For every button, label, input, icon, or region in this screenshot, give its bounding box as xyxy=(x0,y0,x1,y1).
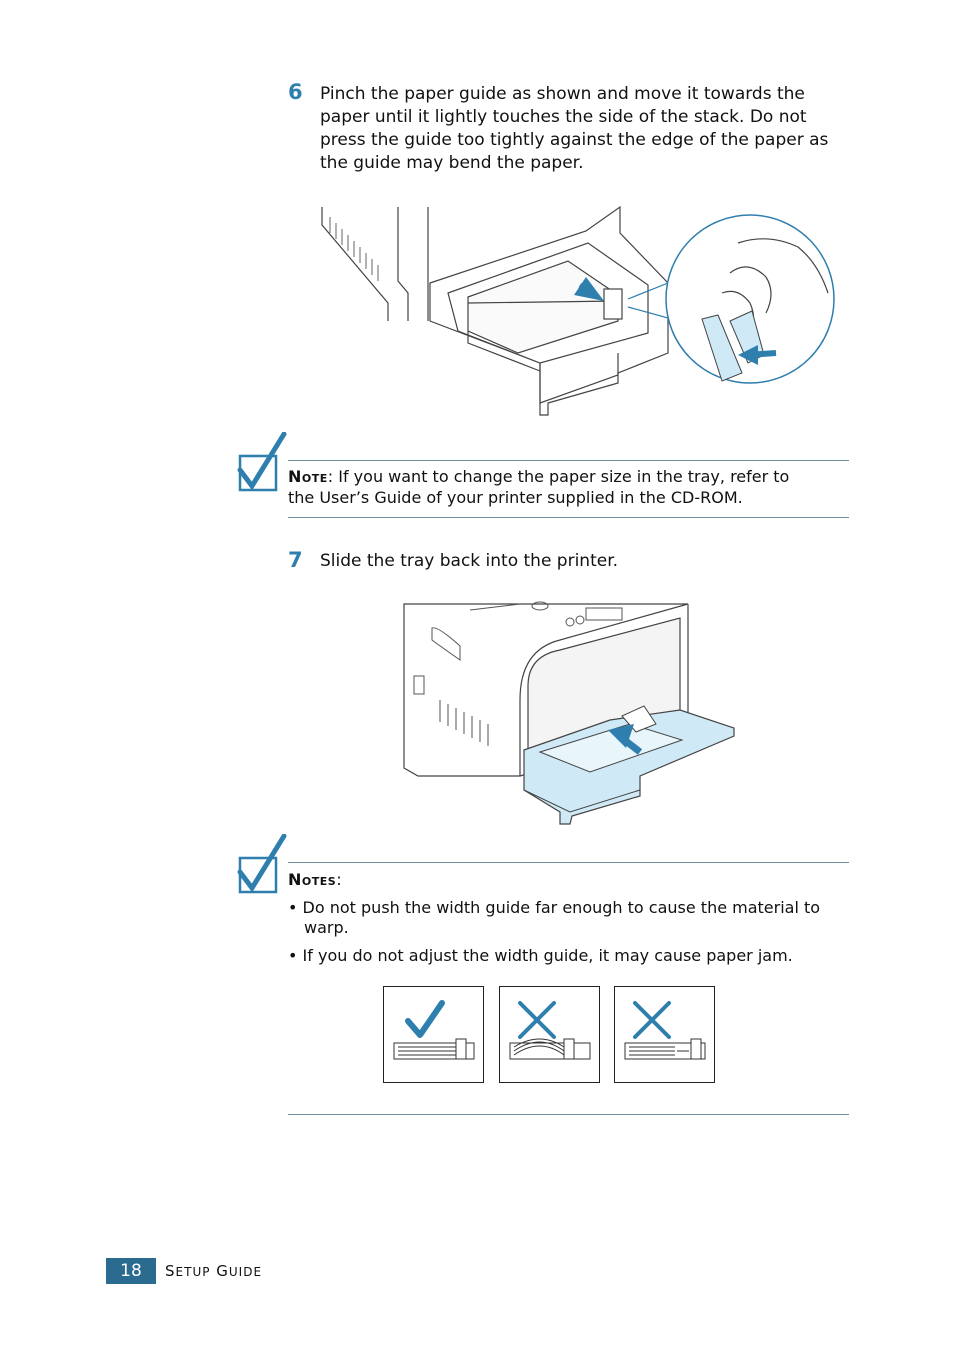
footer-title-rest: ETUP xyxy=(175,1265,211,1279)
note-1-line-2: the User’s Guide of your printer supplie… xyxy=(288,488,743,507)
notes-heading: Notes: xyxy=(288,869,342,890)
note-label: Note xyxy=(288,467,328,486)
notes-bullet-2: • If you do not adjust the width guide, … xyxy=(288,946,853,966)
paper-guide-illustration xyxy=(321,205,835,416)
bullet-text: Do not push the width guide far enough t… xyxy=(302,898,821,917)
step-6-text: Pinch the paper guide as shown and move … xyxy=(320,83,860,175)
bullet-icon: • xyxy=(288,946,303,965)
section-end-rule xyxy=(288,1114,849,1115)
step-6-line: press the guide too tightly against the … xyxy=(320,130,829,150)
footer-title: SETUP GUIDE xyxy=(165,1262,262,1280)
checkmark-note-icon xyxy=(237,432,287,492)
notes-top-rule xyxy=(288,862,849,863)
check-mark-icon xyxy=(405,1000,445,1038)
step-7-number: 7 xyxy=(288,548,303,572)
step-6-number: 6 xyxy=(288,80,303,104)
footer-title-rest: UIDE xyxy=(228,1265,263,1279)
x-mark-icon xyxy=(518,1001,556,1039)
footer-title-initial: S xyxy=(165,1262,176,1280)
loose-guide-example xyxy=(614,986,715,1083)
bullet-text: If you do not adjust the width guide, it… xyxy=(302,946,793,965)
step-6-line: Pinch the paper guide as shown and move … xyxy=(320,84,805,104)
bullet-text-cont: warp. xyxy=(304,918,349,937)
note-1-line-1: Note: If you want to change the paper si… xyxy=(288,466,853,487)
footer-title-initial: G xyxy=(216,1262,229,1280)
note-sep: : xyxy=(327,467,334,486)
x-mark-icon xyxy=(633,1001,671,1039)
checkmark-note-icon xyxy=(237,834,287,894)
note-1: Note: If you want to change the paper si… xyxy=(288,466,853,508)
notes-label: Notes xyxy=(288,870,337,889)
over-pushed-guide-example xyxy=(499,986,600,1083)
note-1-text: If you want to change the paper size in … xyxy=(333,467,790,486)
printer-tray-illustration xyxy=(403,601,735,825)
note-bottom-rule xyxy=(288,517,849,518)
note-top-rule xyxy=(288,460,849,461)
correct-guide-example xyxy=(383,986,484,1083)
notes-sep: : xyxy=(336,870,342,889)
step-7-text: Slide the tray back into the printer. xyxy=(320,551,619,571)
notes-bullet-1: • Do not push the width guide far enough… xyxy=(288,898,853,938)
step-6-line: paper until it lightly touches the side … xyxy=(320,107,807,127)
page-number: 18 xyxy=(106,1258,156,1284)
step-6-line: the guide may bend the paper. xyxy=(320,153,584,173)
bullet-icon: • xyxy=(288,898,303,917)
